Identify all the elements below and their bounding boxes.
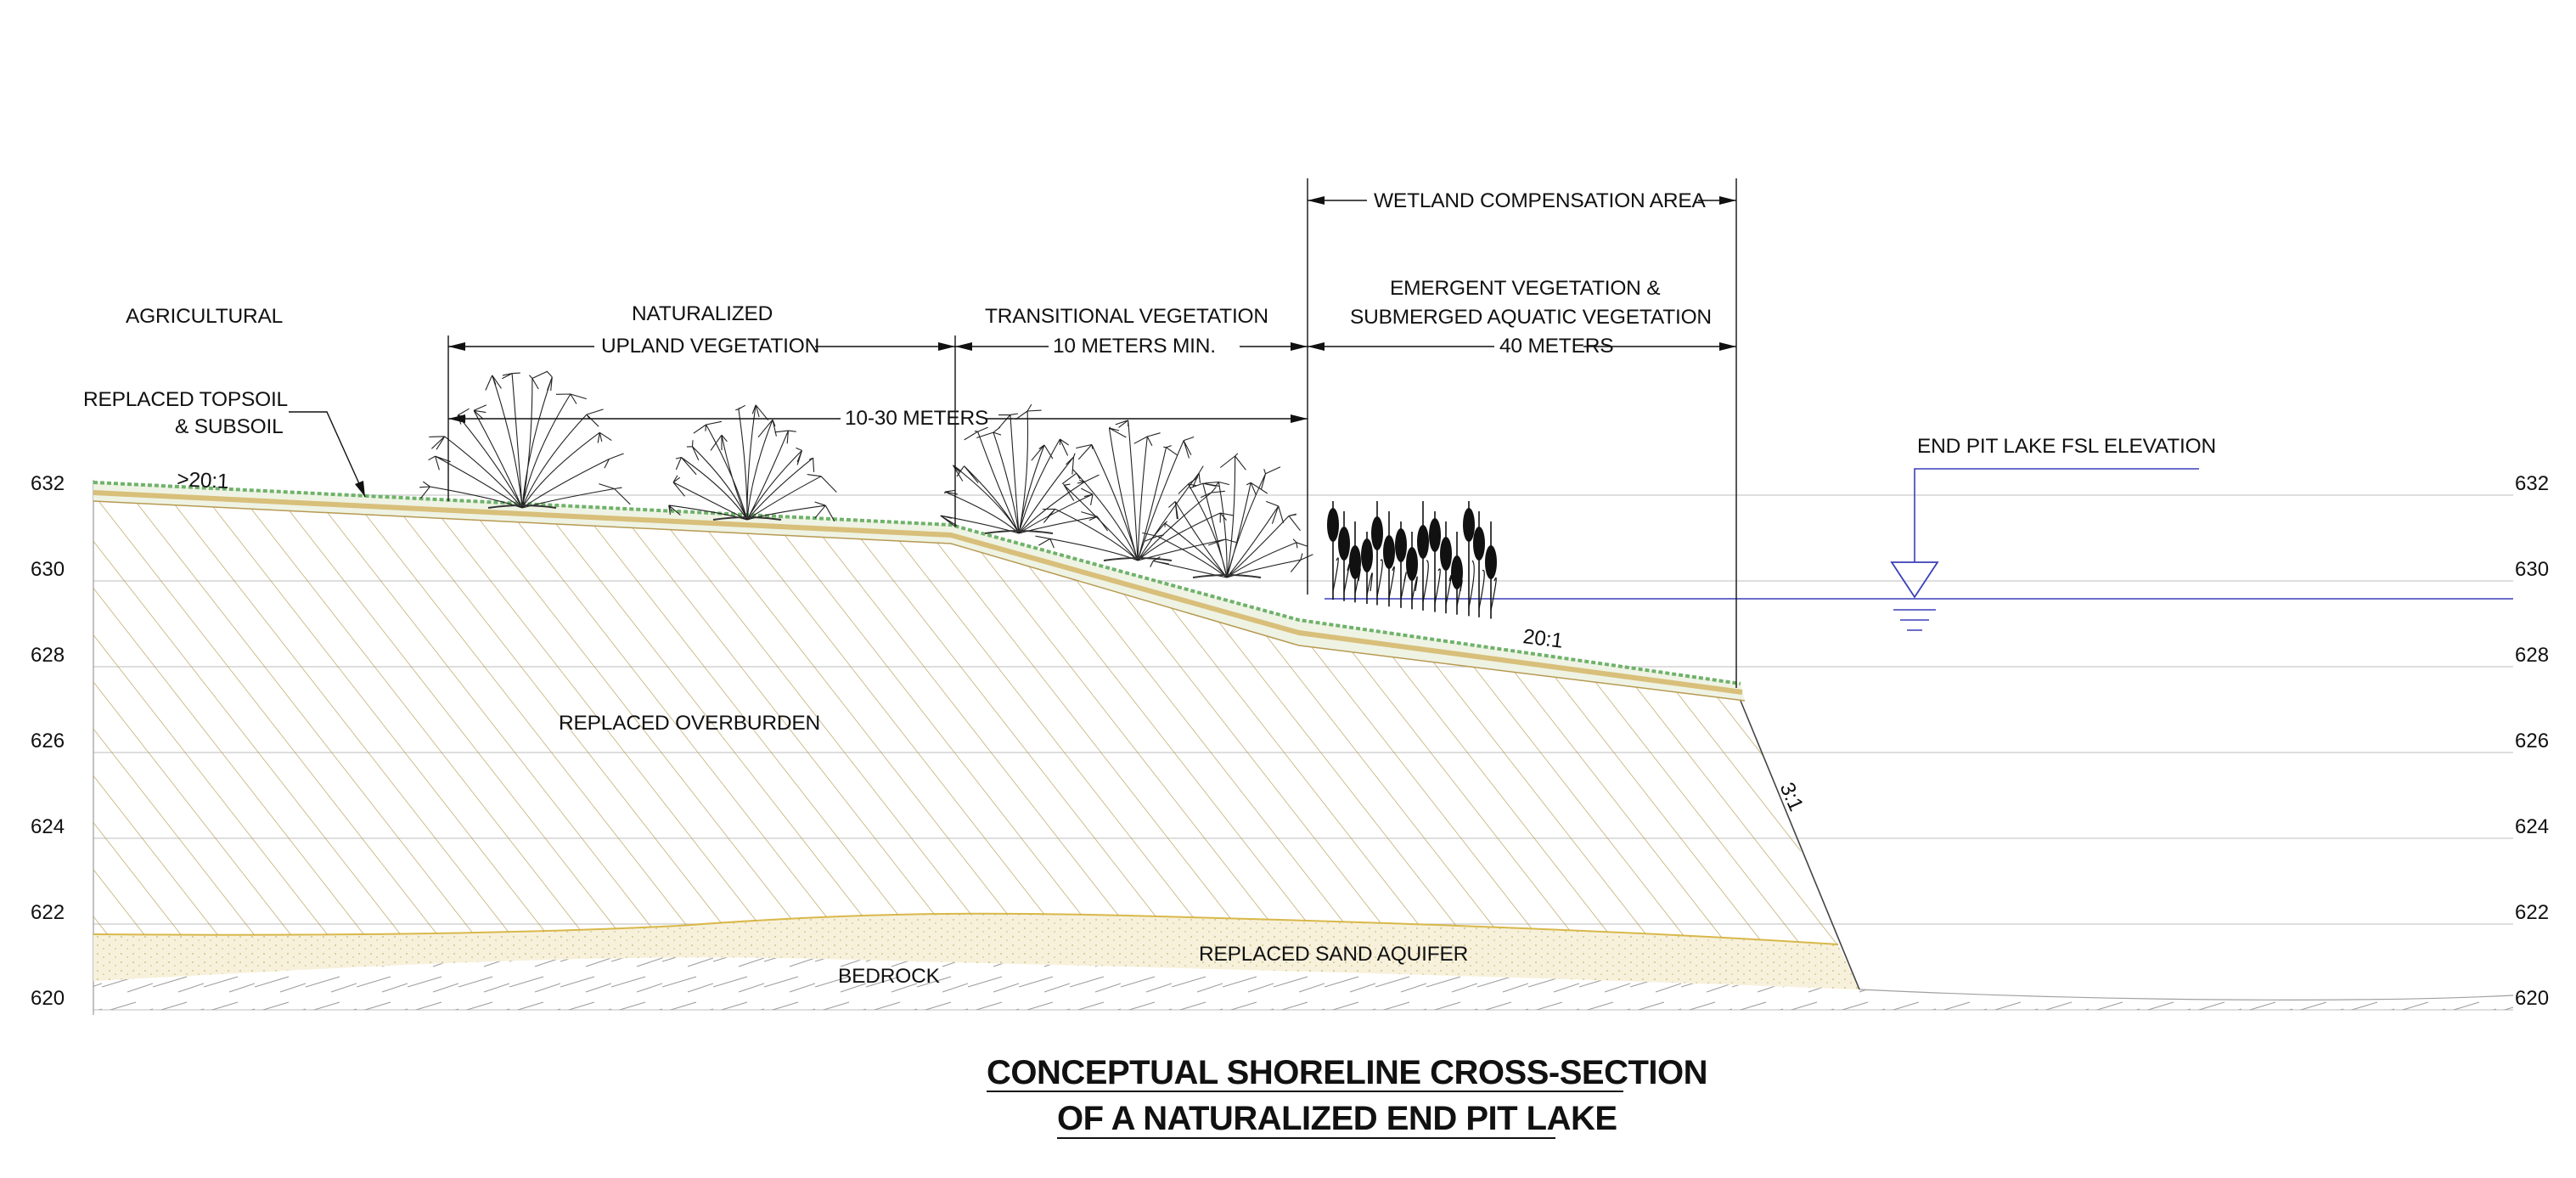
shrub-icon <box>1035 420 1237 561</box>
cattail-icon <box>1338 511 1350 601</box>
topsoil-label-line1: REPLACED TOPSOIL <box>83 388 288 411</box>
diagram-title: CONCEPTUAL SHORELINE CROSS-SECTION OF A … <box>987 1054 1708 1139</box>
cattail-icon <box>1417 501 1429 611</box>
shrub-icon <box>668 404 837 522</box>
cattail-icon <box>1383 511 1395 607</box>
fsl-label: END PIT LAKE FSL ELEVATION <box>1917 435 2216 458</box>
title-line2: OF A NATURALIZED END PIT LAKE <box>1057 1100 1617 1137</box>
sand-aquifer-label: REPLACED SAND AQUIFER <box>1199 943 1468 966</box>
emergent-label-line3: 40 METERS <box>1499 335 1613 358</box>
cattail-icon <box>1371 501 1383 606</box>
elev-right-624: 624 <box>2515 815 2549 838</box>
elevation-labels-right: 632 630 628 626 624 622 620 <box>2515 472 2549 1010</box>
cattail-icon <box>1395 521 1407 608</box>
shrub-icon <box>1142 453 1313 578</box>
cattail-icon <box>1485 521 1497 619</box>
emergent-label-line2: SUBMERGED AQUATIC VEGETATION <box>1350 306 1712 329</box>
cattail-icon <box>1440 521 1452 614</box>
elev-right-632: 632 <box>2515 472 2549 495</box>
elev-left-624: 624 <box>31 815 65 838</box>
emergent-label-line1: EMERGENT VEGETATION & <box>1390 277 1660 300</box>
topsoil-label-line2: & SUBSOIL <box>175 415 284 438</box>
elev-left-622: 622 <box>31 901 65 924</box>
title-line1: CONCEPTUAL SHORELINE CROSS-SECTION <box>987 1054 1707 1091</box>
shrub-icon <box>419 370 631 509</box>
water-level-icon <box>1890 561 1939 631</box>
cattail-icon <box>1451 532 1463 615</box>
cattail-icon <box>1327 501 1339 600</box>
elevation-labels-left: 632 630 628 626 624 622 620 <box>31 472 65 1010</box>
elev-right-622: 622 <box>2515 901 2549 924</box>
overburden-layer <box>93 501 1860 990</box>
cattail-icon <box>1473 511 1485 617</box>
wetland-area-label: WETLAND COMPENSATION AREA <box>1374 189 1707 212</box>
elev-right-626: 626 <box>2515 730 2549 752</box>
upland-shrubs <box>419 370 1313 578</box>
slope-gt20-label: >20:1 <box>177 468 229 493</box>
shrub-icon <box>940 403 1109 534</box>
width-10-30-label: 10-30 METERS <box>845 407 988 430</box>
emergent-cattails <box>1327 501 1497 619</box>
elev-right-620: 620 <box>2515 987 2549 1010</box>
bedrock-layer <box>93 957 2514 1010</box>
dimension-lines <box>289 178 1737 688</box>
cattail-icon <box>1361 532 1373 604</box>
transitional-label-line2: 10 METERS MIN. <box>1053 335 1216 358</box>
cattail-icon <box>1406 532 1418 610</box>
lake-water-level <box>1325 468 2513 631</box>
cattail-icon <box>1463 501 1475 617</box>
elev-right-628: 628 <box>2515 644 2549 667</box>
overburden-label: REPLACED OVERBURDEN <box>559 712 820 735</box>
agricultural-label: AGRICULTURAL <box>126 305 283 328</box>
sand-aquifer-layer <box>93 912 1859 989</box>
cattail-icon <box>1429 511 1441 612</box>
upland-label-line2: UPLAND VEGETATION <box>601 335 819 358</box>
elev-right-630: 630 <box>2515 558 2549 581</box>
elev-left-628: 628 <box>31 644 65 667</box>
elev-left-626: 626 <box>31 730 65 752</box>
elev-left-632: 632 <box>31 472 65 495</box>
upland-label-line1: NATURALIZED <box>632 302 773 325</box>
cattail-icon <box>1349 521 1361 603</box>
elev-left-630: 630 <box>31 558 65 581</box>
transitional-label-line1: TRANSITIONAL VEGETATION <box>985 305 1268 328</box>
slope-20-label: 20:1 <box>1521 625 1564 653</box>
elev-left-620: 620 <box>31 987 65 1010</box>
bedrock-label: BEDROCK <box>838 965 941 988</box>
